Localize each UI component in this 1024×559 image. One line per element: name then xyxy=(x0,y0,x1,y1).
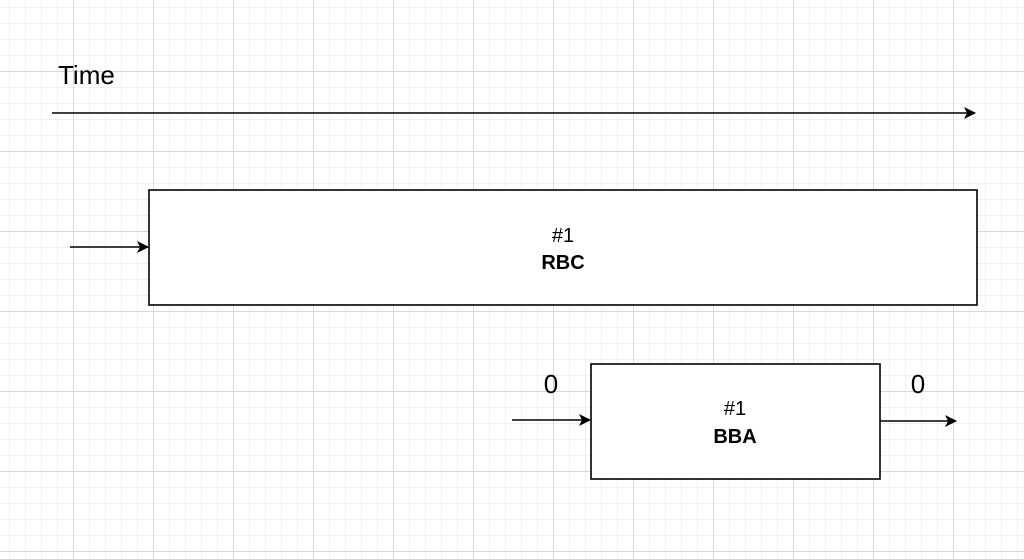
bba-block-number: #1 xyxy=(724,398,746,420)
rbc-block-number: #1 xyxy=(552,225,574,247)
bba-block xyxy=(590,363,881,480)
bba-block-name: BBA xyxy=(713,426,756,448)
rbc-block-name: RBC xyxy=(541,252,584,274)
rbc-block xyxy=(148,189,978,306)
bba-input-value: 0 xyxy=(544,369,558,399)
bba-output-value: 0 xyxy=(911,369,925,399)
time-axis-label: Time xyxy=(58,60,115,90)
